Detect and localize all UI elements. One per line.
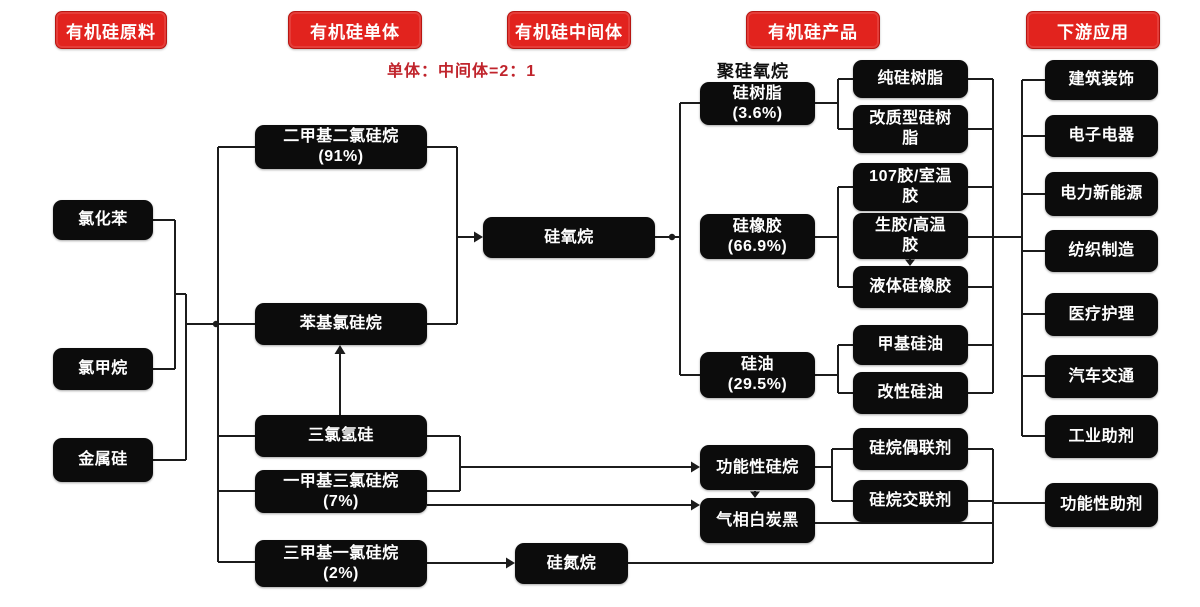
node-trimethylchlorosilane: 三甲基一氯硅烷 (2%) xyxy=(255,540,427,587)
node-trichlorosilane: 三氯氢硅 xyxy=(255,415,427,457)
node-rtv-107-glue: 107胶/室温 胶 xyxy=(853,163,968,211)
node-siloxane: 硅氧烷 xyxy=(483,217,655,258)
node-power-new-energy: 电力新能源 xyxy=(1045,172,1158,216)
node-silane-coupling-agent: 硅烷偶联剂 xyxy=(853,428,968,470)
node-silicone-resin: 硅树脂 (3.6%) xyxy=(700,82,815,125)
node-modified-silicone-oil: 改性硅油 xyxy=(853,372,968,414)
node-pure-silicone-resin: 纯硅树脂 xyxy=(853,60,968,98)
header-raw-materials: 有机硅原料 xyxy=(55,11,167,49)
node-methyltrichlorosilane: 一甲基三氯硅烷 (7%) xyxy=(255,470,427,513)
header-monomers: 有机硅单体 xyxy=(288,11,422,49)
header-downstream: 下游应用 xyxy=(1026,11,1160,49)
node-construction-decoration: 建筑装饰 xyxy=(1045,60,1158,100)
node-modified-silicone-resin: 改质型硅树 脂 xyxy=(853,105,968,153)
polysiloxane-label: 聚硅氧烷 xyxy=(717,62,789,81)
node-industrial-additives: 工业助剂 xyxy=(1045,415,1158,458)
node-silicone-rubber: 硅橡胶 (66.9%) xyxy=(700,214,815,259)
node-dimethyldichlorosilane: 二甲基二氯硅烷 (91%) xyxy=(255,125,427,169)
node-methyl-silicone-oil: 甲基硅油 xyxy=(853,325,968,365)
node-silicone-oil: 硅油 (29.5%) xyxy=(700,352,815,398)
node-phenylchlorosilane: 苯基氯硅烷 xyxy=(255,303,427,345)
node-functional-additives: 功能性助剂 xyxy=(1045,483,1158,527)
node-raw-htv-glue: 生胶/高温 胶 xyxy=(853,213,968,259)
node-electronics: 电子电器 xyxy=(1045,115,1158,157)
node-functional-silane: 功能性硅烷 xyxy=(700,445,815,490)
node-chloromethane: 氯甲烷 xyxy=(53,348,153,390)
node-medical-care: 医疗护理 xyxy=(1045,293,1158,336)
header-intermediates: 有机硅中间体 xyxy=(507,11,631,49)
node-silazane: 硅氮烷 xyxy=(515,543,628,584)
node-liquid-silicone-rubber: 液体硅橡胶 xyxy=(853,266,968,308)
node-silicon-metal: 金属硅 xyxy=(53,438,153,482)
node-silane-crosslinker: 硅烷交联剂 xyxy=(853,480,968,522)
header-products: 有机硅产品 xyxy=(746,11,880,49)
ratio-note: 单体：中间体=2：1 xyxy=(387,63,537,80)
node-chlorobenzene: 氯化苯 xyxy=(53,200,153,240)
node-automotive-transport: 汽车交通 xyxy=(1045,355,1158,398)
node-textile-manufacturing: 纺织制造 xyxy=(1045,230,1158,272)
node-fumed-silica: 气相白炭黑 xyxy=(700,498,815,543)
